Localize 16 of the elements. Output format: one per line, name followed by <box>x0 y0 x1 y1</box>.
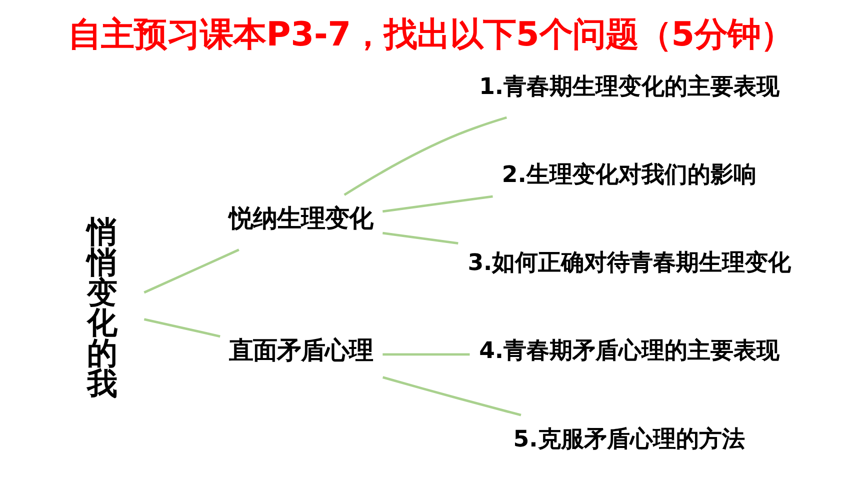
connector <box>343 116 507 196</box>
node-text: 悄悄变化的我 <box>86 215 117 402</box>
connector <box>382 376 521 416</box>
node-text: 5.克服矛盾心理的方法 <box>512 426 744 452</box>
node-text: 悦纳生理变化 <box>228 204 373 233</box>
connector <box>382 195 492 213</box>
node-text: 3.如何正确对待青春期生理变化 <box>467 250 791 276</box>
connector <box>143 248 239 294</box>
diagram-title: 自主预习课本P3-7，找出以下5个问题（5分钟） <box>68 14 794 54</box>
node-text: 4.青春期矛盾心理的主要表现 <box>478 338 780 364</box>
node-text: 2.生理变化对我们的影响 <box>501 162 756 188</box>
node-text: 1.青春期生理变化的主要表现 <box>478 74 780 100</box>
connector <box>382 353 470 356</box>
connector <box>143 318 220 338</box>
node-text: 直面矛盾心理 <box>228 336 373 365</box>
connector <box>382 232 458 245</box>
